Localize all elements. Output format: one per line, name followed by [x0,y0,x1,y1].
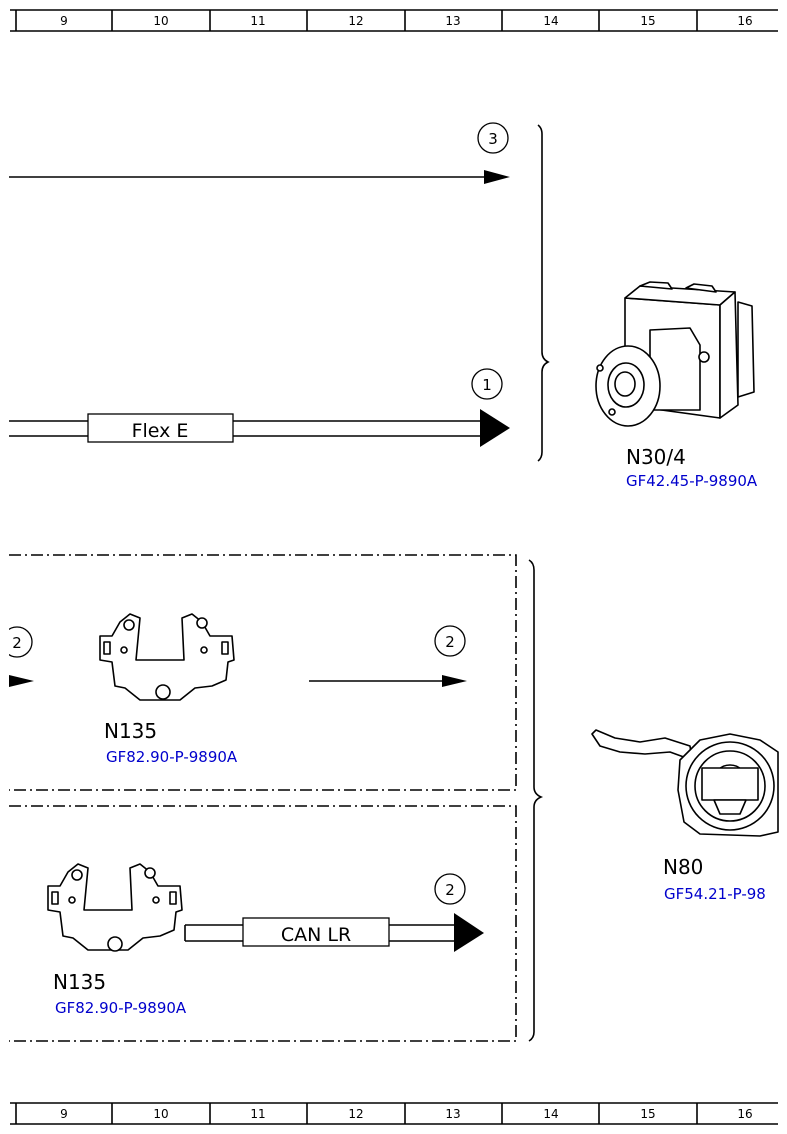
lower-dashed-box [9,805,517,1042]
abs-control-unit-icon[interactable] [595,281,755,427]
top-ruler-cell: 12 [348,14,363,28]
bottom-ruler-cell: 12 [348,1107,363,1121]
callout-3-circle [477,122,509,154]
flex-e-bus: Flex E 1 [9,368,510,447]
n30-4-code-link[interactable]: GF42.45-P-9890A [626,472,758,490]
arrow-head [442,675,467,687]
can-lr-bus: CAN LR 2 [184,873,484,952]
n80-label: N80 [663,855,703,879]
bottom-ruler-cell: 9 [60,1107,68,1121]
n135-upper-code-link[interactable]: GF82.90-P-9890A [106,748,238,766]
callout-2-mid: 2 [445,633,455,651]
flex-e-label-box [87,413,234,443]
bottom-ruler-cell: 10 [153,1107,168,1121]
steering-column-module-icon[interactable] [591,720,787,850]
arrow-head [484,170,510,184]
top-ruler: 9 10 11 12 13 14 15 16 [10,9,778,32]
upper-dashed-box [9,554,517,791]
can-lr-label: CAN LR [281,924,351,946]
callout-2-bottom: 2 [445,881,455,899]
arrow-head [480,409,510,447]
arrow-head [454,913,484,952]
bottom-ruler-cell: 11 [250,1107,265,1121]
top-ruler-cell: 9 [60,14,68,28]
callout-2-left: 2 [12,634,22,652]
top-ruler-cell: 16 [737,14,752,28]
top-ruler-cell: 15 [640,14,655,28]
top-ruler-cell: 10 [153,14,168,28]
bottom-ruler-cell: 14 [543,1107,558,1121]
flex-e-label: Flex E [132,420,189,442]
signal-line-2-upper: 2 [309,625,467,687]
top-ruler-cell: 13 [445,14,460,28]
callout-1: 1 [482,376,492,394]
bottom-ruler-cell: 16 [737,1107,752,1121]
bottom-ruler: 9 10 11 12 13 14 15 16 [10,1102,778,1125]
upper-brace [537,124,550,462]
callout-2-mid-circle [434,625,466,657]
bottom-ruler-cell: 15 [640,1107,655,1121]
n80-code-link[interactable]: GF54.21-P-98 [664,885,766,903]
can-lr-label-box [242,917,390,947]
n135-upper-label: N135 [104,719,157,743]
signal-line-3: 3 [9,122,510,184]
top-ruler-cell: 14 [543,14,558,28]
top-ruler-cell: 11 [250,14,265,28]
lower-brace [528,559,544,1042]
bottom-ruler-cell: 13 [445,1107,460,1121]
n30-4-label: N30/4 [626,445,686,469]
steering-wheel-electronics-icon[interactable] [47,863,183,952]
callout-2-bottom-circle [434,873,466,905]
arrow-head [9,675,34,687]
left-incoming-arrow: 2 [0,620,34,690]
n135-lower-code-link[interactable]: GF82.90-P-9890A [55,999,187,1017]
n135-lower-label: N135 [53,970,106,994]
callout-3: 3 [488,130,498,148]
steering-wheel-electronics-icon[interactable] [99,613,235,701]
callout-1-circle [471,368,503,400]
